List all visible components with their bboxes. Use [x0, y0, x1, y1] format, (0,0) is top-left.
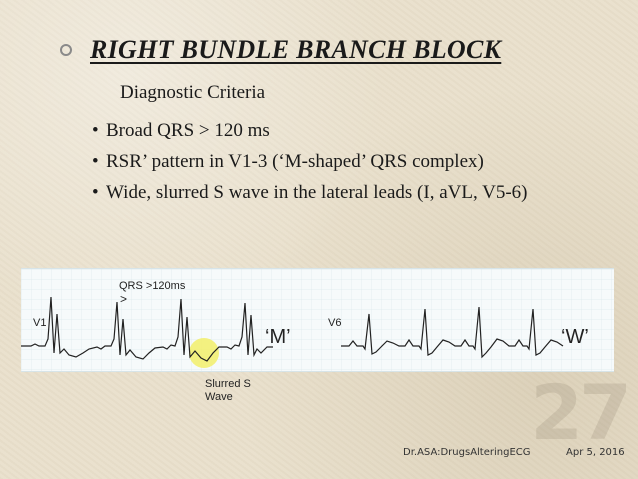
criterion-text: Wide, slurred S wave in the lateral lead… — [106, 182, 528, 203]
bullet-dot-icon: • — [92, 182, 99, 203]
ecg-figure: V1 V6 ‘M’ ‘W’ — [21, 268, 614, 372]
bullet-dot-icon: • — [92, 151, 99, 172]
ecg-trace-v1 — [21, 296, 273, 362]
title-text: RIGHT BUNDLE BRANCH BLOCK — [90, 35, 502, 64]
criterion-text: RSR’ pattern in V1-3 (‘M-shaped’ QRS com… — [106, 151, 484, 172]
criterion-3: • Wide, slurred S wave in the lateral le… — [92, 180, 612, 205]
lead-v1-label: V1 — [33, 317, 46, 329]
slurred-s-line-2: Wave — [205, 391, 233, 403]
slurred-s-annotation: Slurred S Wave — [205, 378, 251, 404]
m-pattern-label: ‘M’ — [265, 326, 291, 348]
bullet-ring-icon — [60, 44, 72, 56]
footer-date: Apr 5, 2016 — [566, 447, 625, 458]
criterion-2: • RSR’ pattern in V1-3 (‘M-shaped’ QRS c… — [92, 149, 612, 174]
slide-title: RIGHT BUNDLE BRANCH BLOCK — [60, 35, 501, 65]
criterion-text: Broad QRS > 120 ms — [106, 120, 270, 141]
page-number-watermark: 27 — [530, 368, 632, 457]
ecg-trace-v6 — [341, 306, 564, 359]
footer-author: Dr.ASA:DrugsAlteringECG — [403, 447, 531, 458]
criteria-list: • Broad QRS > 120 ms • RSR’ pattern in V… — [92, 118, 612, 211]
slurred-s-line-1: Slurred S — [205, 378, 251, 390]
slurred-s-highlight — [189, 338, 219, 368]
bullet-dot-icon: • — [92, 120, 99, 141]
qrs-arrow-annotation: > — [120, 292, 128, 306]
criterion-1: • Broad QRS > 120 ms — [92, 118, 612, 143]
ecg-strip: V1 V6 ‘M’ ‘W’ — [21, 269, 614, 371]
lead-v6-label: V6 — [328, 317, 341, 329]
subheading: Diagnostic Criteria — [120, 82, 266, 103]
w-pattern-label: ‘W’ — [561, 326, 589, 348]
qrs-annotation: QRS >120ms — [119, 280, 186, 292]
